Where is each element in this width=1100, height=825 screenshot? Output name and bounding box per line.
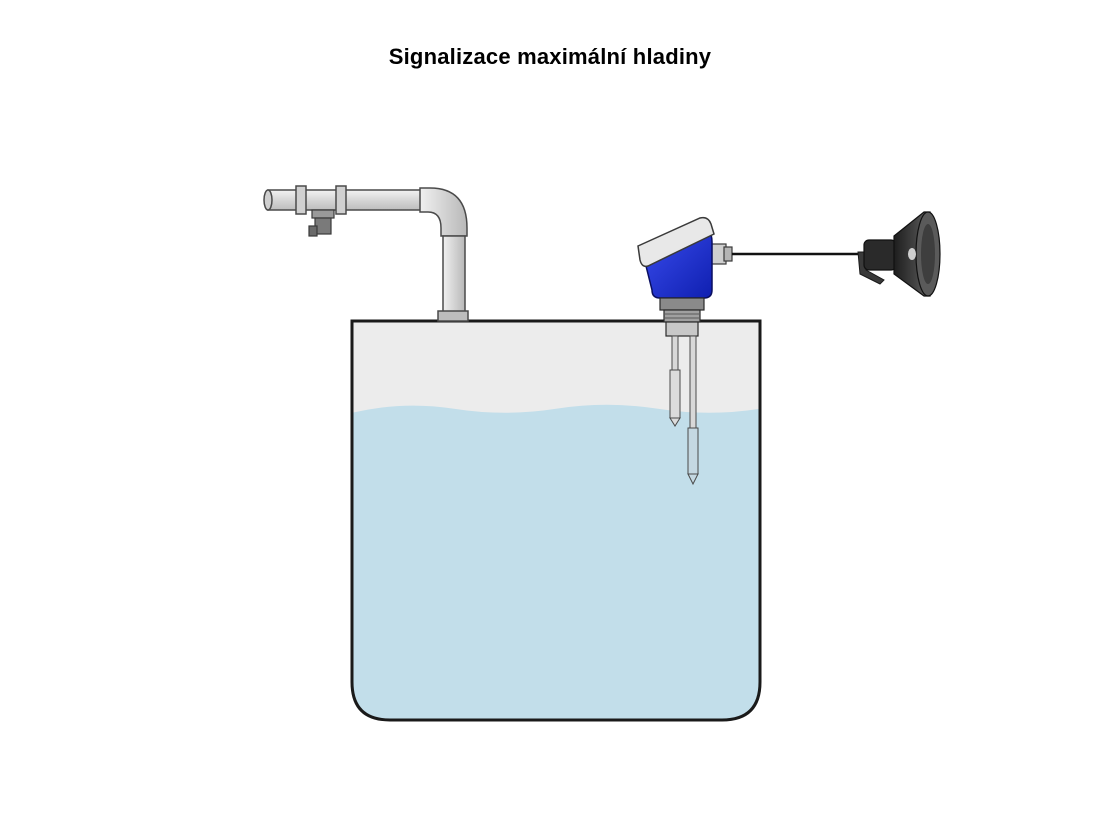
- tank: [350, 319, 762, 722]
- short-electrode: [669, 335, 681, 427]
- horn-icon: [857, 211, 941, 297]
- long-electrode: [687, 335, 699, 486]
- page-title: Signalizace maximální hladiny: [388, 44, 712, 69]
- liquid: [352, 404, 760, 720]
- tank-outline: [350, 319, 762, 722]
- level-sensor-icon: [637, 216, 733, 486]
- valve-icon: [308, 209, 335, 237]
- inlet-pipe: [263, 185, 469, 322]
